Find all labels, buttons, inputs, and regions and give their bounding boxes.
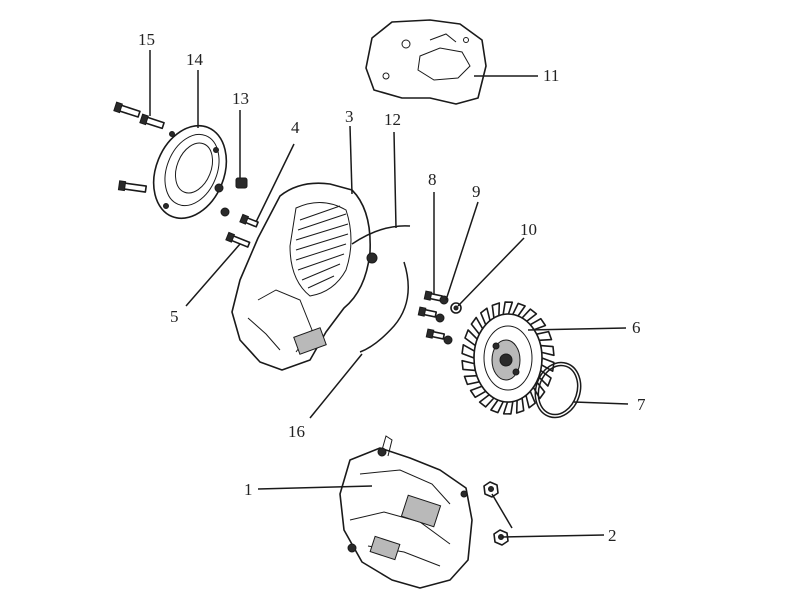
- leader-10: [457, 237, 525, 307]
- part-11-gasket-plate: [365, 19, 487, 105]
- leader-9: [445, 201, 479, 301]
- part-12-wire: [351, 225, 411, 245]
- fan-blade: [502, 400, 514, 415]
- callout-6: 6: [632, 318, 641, 337]
- part-8-bolts: [417, 290, 446, 340]
- part-13-nut: [214, 177, 248, 217]
- callout-2: 2: [608, 526, 617, 545]
- callout-13: 13: [232, 89, 249, 108]
- callout-10: 10: [520, 220, 537, 239]
- fan-blade: [502, 301, 514, 316]
- part-4-screw: [239, 213, 259, 228]
- callout-15: 15: [138, 30, 155, 49]
- callout-1: 1: [244, 480, 253, 499]
- leader-2a: [501, 534, 605, 538]
- leader-16: [309, 353, 363, 419]
- leader-2b: [491, 493, 513, 529]
- callout-9: 9: [472, 182, 481, 201]
- callout-8: 8: [428, 170, 437, 189]
- leader-7: [573, 401, 629, 405]
- leader-5: [185, 243, 241, 307]
- part-6-fan-wheel: [461, 301, 555, 415]
- leader-12: [393, 131, 397, 229]
- part-14-flange-ring: [152, 124, 228, 220]
- part-7-o-ring: [534, 361, 582, 419]
- leader-6: [527, 327, 627, 331]
- leader-4: [255, 143, 295, 223]
- leader-3: [349, 125, 353, 195]
- part-3-fan-shroud: [231, 182, 378, 371]
- part-2-nuts: [483, 481, 509, 546]
- shroud-grille: [295, 205, 349, 289]
- callout-14: 14: [186, 50, 203, 69]
- callout-12: 12: [384, 110, 401, 129]
- fan-blade: [461, 343, 476, 359]
- callout-3: 3: [345, 107, 354, 126]
- callout-11: 11: [543, 66, 560, 85]
- part-16-wire: [359, 261, 409, 353]
- leader-1: [257, 485, 373, 490]
- callout-7: 7: [637, 395, 646, 414]
- callout-4: 4: [291, 118, 300, 137]
- callout-5: 5: [170, 307, 179, 326]
- leader-lines: [149, 50, 629, 538]
- part-1-housing: [339, 435, 473, 589]
- part-15-bolts: [113, 101, 165, 193]
- callout-16: 16: [288, 422, 305, 441]
- part-9-washers: [435, 295, 453, 345]
